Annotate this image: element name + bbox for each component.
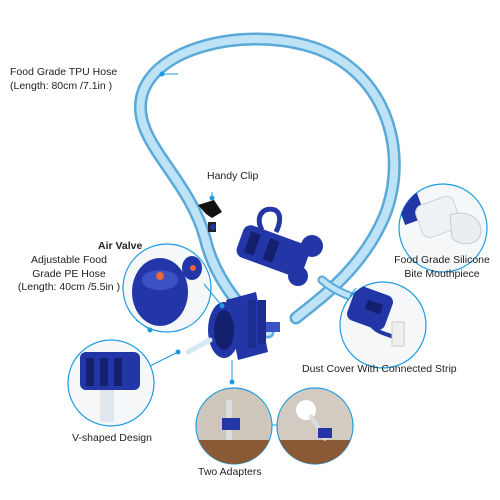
air-valve-label: Air Valve [98, 240, 143, 252]
tpu-hose-label: Food Grade TPU Hose (Length: 80cm /7.1in… [10, 66, 117, 93]
mouthpiece-label-line1: Food Grade Silicone [394, 254, 490, 266]
pe-hose-label-line1: Adjustable Food [31, 254, 107, 266]
bite-valve-assembly [236, 206, 323, 286]
pe-hose-label-line3: (Length: 40cm /5.5in ) [17, 281, 121, 293]
adapter-photo-2 [276, 387, 354, 465]
v-shaped-detail [67, 339, 155, 427]
dust-cover-detail [339, 281, 427, 369]
adapter-cap [208, 292, 280, 360]
tpu-hose-label-line1: Food Grade TPU Hose [10, 66, 118, 78]
mouthpiece-label: Food Grade Silicone Bite Mouthpiece [385, 254, 499, 281]
adapter-photo-1 [195, 387, 273, 465]
two-adapters-label: Two Adapters [198, 466, 262, 478]
air-valve-detail [122, 243, 212, 333]
pe-hose-label-line2: Grade PE Hose [32, 267, 106, 280]
leader-lines [135, 71, 357, 426]
handy-clip [198, 200, 222, 232]
mouthpiece-detail [398, 183, 488, 273]
tpu-hose-label-line2: (Length: 80cm /7.1in ) [10, 79, 113, 92]
v-shaped-label: V-shaped Design [72, 432, 152, 444]
pe-hose-label: Adjustable Food Grade PE Hose (Length: 4… [4, 254, 134, 295]
handy-clip-label: Handy Clip [207, 170, 259, 182]
mouthpiece-label-line2: Bite Mouthpiece [404, 267, 480, 280]
dust-cover-label: Dust Cover With Connected Strip [302, 363, 457, 375]
